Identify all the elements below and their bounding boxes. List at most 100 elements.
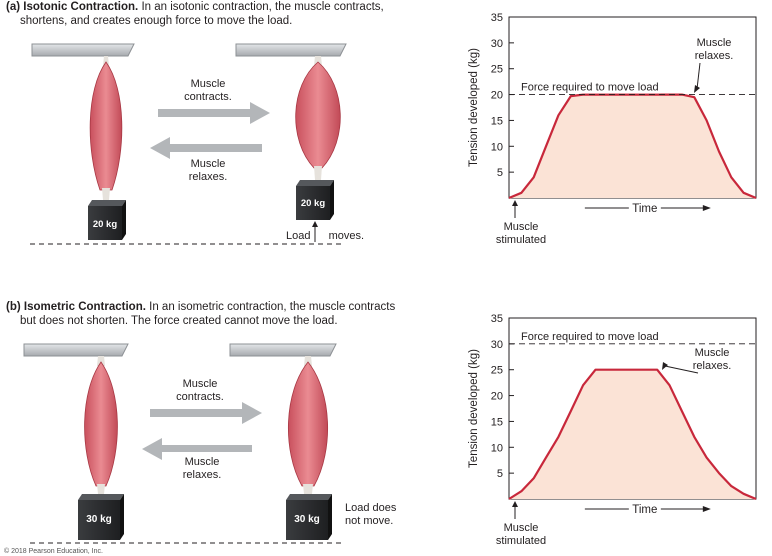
relax-arrow [150,137,262,159]
contract-arrow [150,402,262,424]
relaxes-pointer [696,62,701,90]
label-line: Muscle [190,158,226,170]
panel-b-right-rig [229,343,337,540]
weight-side [120,494,124,540]
tension-line [508,368,757,501]
panel-a-title: (a) Isotonic Contraction. [6,1,139,13]
moves-word: moves. [328,230,365,242]
panel-b-title: (b) Isometric Contraction. [6,301,146,313]
relaxes-pointer [664,365,699,374]
weight-box [286,500,328,540]
label-line: relaxes. [182,469,222,481]
panel-b-left-rig [23,343,129,540]
ceiling-bar [235,43,347,57]
relaxes-label: Muscle [695,347,730,359]
panel-a-weight-right: 20 kg [300,198,326,209]
panel-a-weight-left: 20 kg [92,219,118,230]
stimulated-label: Muscle [504,221,539,233]
ceiling-bar [23,343,129,357]
weight-top [286,494,332,500]
panel-a-relaxes-label: Muscle relaxes. [164,158,252,184]
y-tick-label: 10 [491,442,503,454]
label-line: contracts. [176,391,224,403]
y-tick-label: 30 [491,38,503,50]
weight-side [122,200,126,240]
threshold-label: Force required to move load [521,331,659,343]
panel-a-desc-2: shortens, and creates enough force to mo… [20,15,293,27]
relax-arrow [142,438,252,460]
tendon-bottom [314,166,322,180]
time-arrowhead [702,205,711,211]
y-tick-label: 5 [497,468,503,480]
y-tick-label: 20 [491,391,503,403]
stimulated-label: stimulated [496,535,546,547]
panel-a-contracts-label: Muscle contracts. [164,78,252,104]
y-tick-label: 25 [491,365,503,377]
weight-box [88,206,122,240]
panel-a-desc-1: In an isotonic contraction, the muscle c… [138,1,384,13]
threshold-label-bg [519,330,661,343]
panel-b-contracts-label: Muscle contracts. [156,378,244,404]
x-axis-label: Time [632,504,657,516]
panel-a-left-rig [31,43,135,240]
y-axis-label: Tension developed (kg) [468,48,480,167]
y-tick-label: 20 [491,90,503,102]
panel-b-weight-right: 30 kg [294,514,320,525]
ceiling-bar [229,343,337,357]
relaxes-arrowhead [694,85,700,93]
x-axis-label: Time [632,203,657,215]
label-line: relaxes. [188,171,228,183]
panel-b-desc-1: In an isometric contraction, the muscle … [145,301,396,313]
panel-b-relaxes-label: Muscle relaxes. [158,456,246,482]
weight-box [296,186,330,220]
weight-top [78,494,124,500]
label-line: Muscle [184,456,220,468]
panel-b-desc-2: but does not shorten. The force created … [20,315,338,327]
ceiling-bar [31,43,135,57]
y-tick-label: 10 [491,141,503,153]
contract-arrow [158,102,270,124]
label-line: contracts. [184,91,232,103]
tension-area [509,94,756,198]
label-line: Load does [345,502,397,514]
y-tick-label: 15 [491,115,503,127]
tendon-top [304,356,312,366]
panel-b-header: (b) Isometric Contraction. In an isometr… [6,300,446,328]
weight-top [296,180,334,186]
tendon-top [97,356,105,366]
tendon-bottom [97,484,105,494]
weight-side [330,180,334,220]
stimulated-label: Muscle [504,522,539,534]
tension-area [509,369,756,499]
label-line: Muscle [190,78,226,90]
panel-a-header: (a) Isotonic Contraction. In an isotonic… [6,0,446,28]
y-tick-label: 15 [491,416,503,428]
time-arrowhead [702,506,711,512]
stimulated-arrowhead [512,200,518,206]
weight-box [78,500,120,540]
y-tick-label: 5 [497,167,503,179]
y-tick-label: 35 [491,12,503,24]
stimulated-label: stimulated [496,234,546,246]
copyright: © 2018 Pearson Education, Inc. [4,548,103,555]
panel-a-arrows [150,102,270,159]
tendon-bottom [303,484,313,494]
y-tick-label: 30 [491,339,503,351]
stimulated-arrowhead [512,501,518,507]
threshold-label-bg [519,81,661,94]
load-word: Load [286,230,311,242]
relaxes-label: relaxes. [695,50,734,62]
weight-top [88,200,126,206]
threshold-label: Force required to move load [521,82,659,94]
relaxes-label: relaxes. [693,360,732,372]
muscle-illustrations [23,43,347,544]
y-tick-label: 25 [491,64,503,76]
weight-side [328,494,332,540]
panel-a-load-moves: Load moves. [286,230,364,242]
panel-b-arrows [142,402,262,460]
label-line: not move. [345,515,394,527]
relaxes-arrowhead [662,362,668,370]
y-axis-label: Tension developed (kg) [468,349,480,468]
